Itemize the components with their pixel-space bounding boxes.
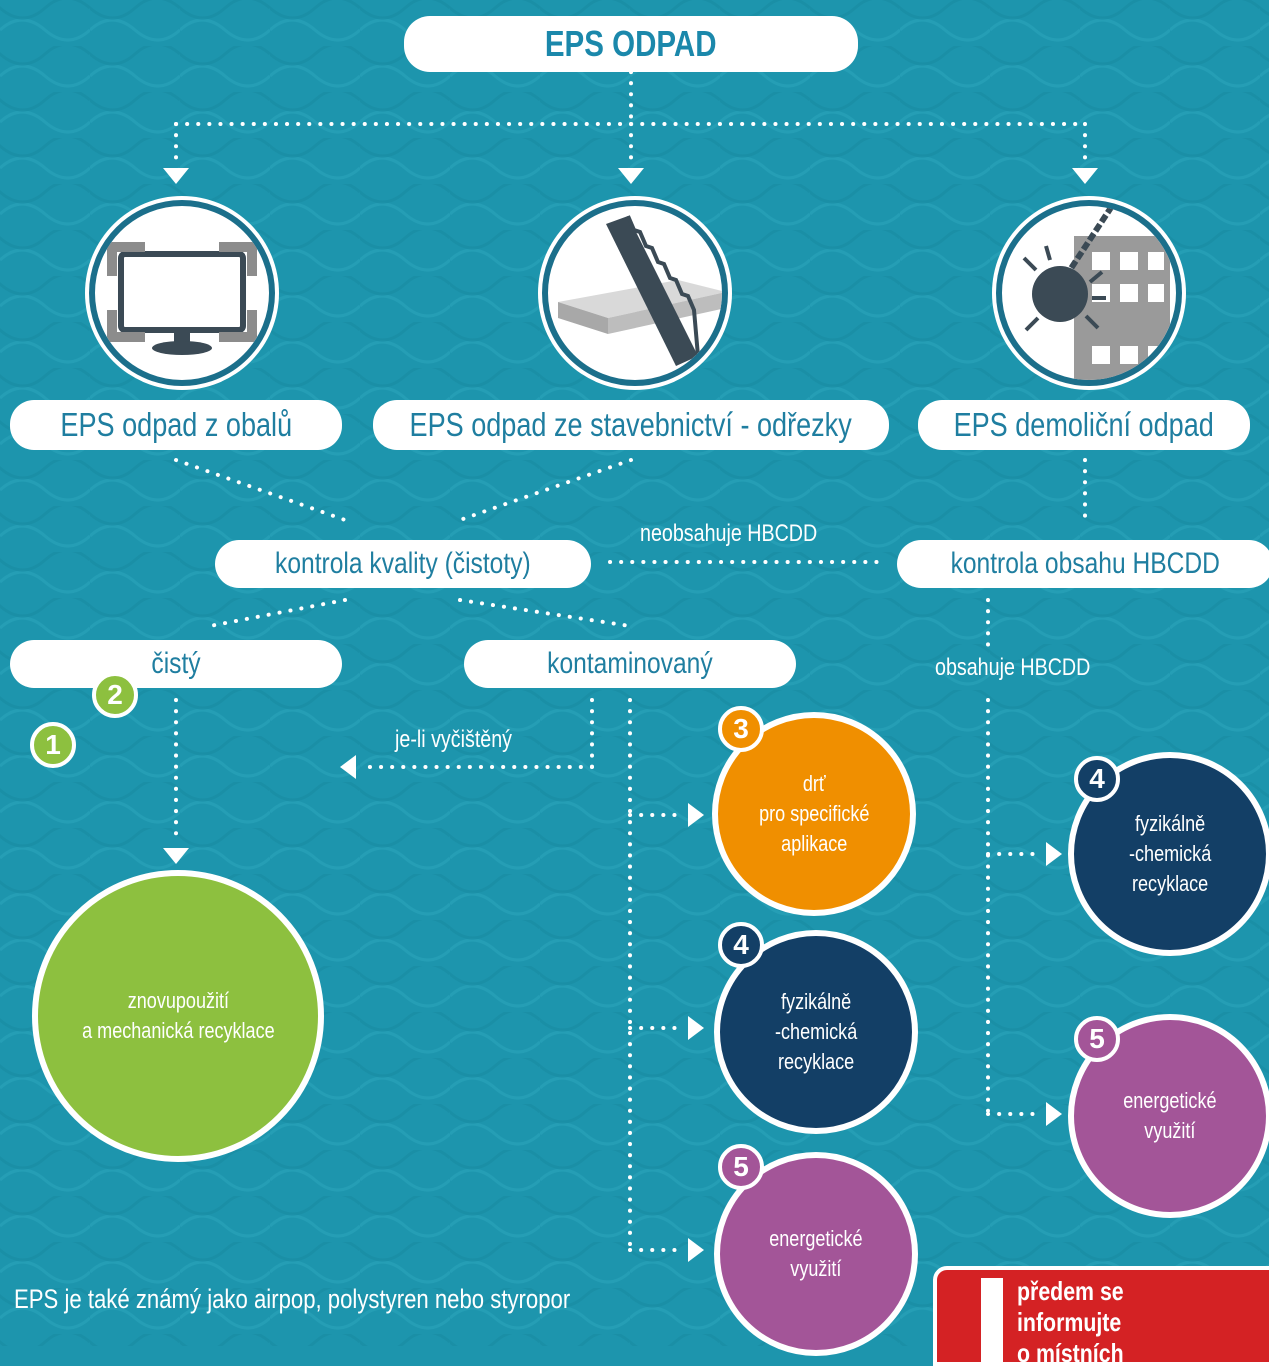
warning-text: předem se informujte o místních pravidle… (1017, 1276, 1124, 1366)
badge-4-mid: 4 (718, 922, 764, 968)
outcome-crushed-text: drť pro specifické aplikace (758, 771, 870, 856)
footnote: EPS je také známý jako airpop, polystyre… (14, 1284, 571, 1314)
source-construction: EPS odpad ze stavebnictví - odřezky (373, 400, 889, 450)
title-node: EPS ODPAD (404, 16, 858, 72)
arrow-right-icon (688, 1016, 704, 1040)
badge-5-mid: 5 (718, 1144, 764, 1190)
construction-icon-circle (542, 200, 728, 386)
contaminated-node: kontaminovaný (464, 640, 796, 688)
outcome-energy-right-text: energetické využití (1123, 1088, 1217, 1143)
hbcdd-check-node: kontrola obsahu HBCDD (897, 540, 1269, 588)
edge-label-if-cleaned: je-li vyčištěný (395, 726, 513, 753)
arrow-down-icon (1072, 168, 1098, 184)
badge-1: 1 (30, 722, 76, 768)
arrow-right-icon (1046, 1102, 1062, 1126)
badge-5-right: 5 (1074, 1016, 1120, 1062)
arrow-right-icon (688, 1238, 704, 1262)
badge-3: 3 (718, 706, 764, 752)
wrecking-ball-icon (1022, 206, 1170, 380)
arrow-down-icon (163, 168, 189, 184)
clean-label: čistý (151, 647, 201, 680)
arrow-right-icon (1046, 842, 1062, 866)
arrow-down-icon (618, 168, 644, 184)
clean-node: čistý (10, 640, 342, 688)
hbcdd-check-label: kontrola obsahu HBCDD (950, 547, 1220, 580)
packaging-icon-circle (89, 200, 275, 386)
outcome-chem-mid-text: fyzikálně -chemická recyklace (774, 989, 858, 1074)
source-construction-label: EPS odpad ze stavebnictví - odřezky (409, 406, 853, 443)
arrow-right-icon (688, 803, 704, 827)
arrow-down-icon (163, 848, 189, 864)
exclamation-icon (981, 1278, 1003, 1362)
contaminated-label: kontaminovaný (547, 647, 713, 680)
outcome-energy-mid-text: energetické využití (769, 1226, 863, 1281)
quality-check-node: kontrola kvality (čistoty) (215, 540, 591, 588)
edge-label-no-hbcdd: neobsahuje HBCDD (640, 520, 818, 547)
page-title: EPS ODPAD (545, 23, 717, 64)
arrow-left-icon (340, 755, 356, 779)
monitor-packaging-icon (107, 242, 257, 355)
edge-label-has-hbcdd: obsahuje HBCDD (935, 654, 1091, 681)
quality-check-label: kontrola kvality (čistoty) (275, 547, 531, 580)
source-packaging: EPS odpad z obalů (10, 400, 342, 450)
badge-2: 2 (92, 672, 138, 718)
source-demolition: EPS demoliční odpad (918, 400, 1250, 450)
outcome-crushed-circle: drť pro specifické aplikace (712, 712, 916, 916)
saw-cutting-icon (558, 215, 722, 366)
warning-box: předem se informujte o místních pravidle… (933, 1266, 1269, 1366)
outcome-reuse-text: znovupoužití a mechanická recyklace (81, 988, 275, 1043)
source-demolition-label: EPS demoliční odpad (953, 406, 1215, 443)
source-packaging-label: EPS odpad z obalů (60, 406, 292, 443)
demolition-icon-circle (996, 200, 1182, 386)
outcome-chem-right-text: fyzikálně -chemická recyklace (1128, 811, 1212, 896)
badge-4-right: 4 (1074, 756, 1120, 802)
outcome-reuse-circle: znovupoužití a mechanická recyklace (32, 870, 324, 1162)
